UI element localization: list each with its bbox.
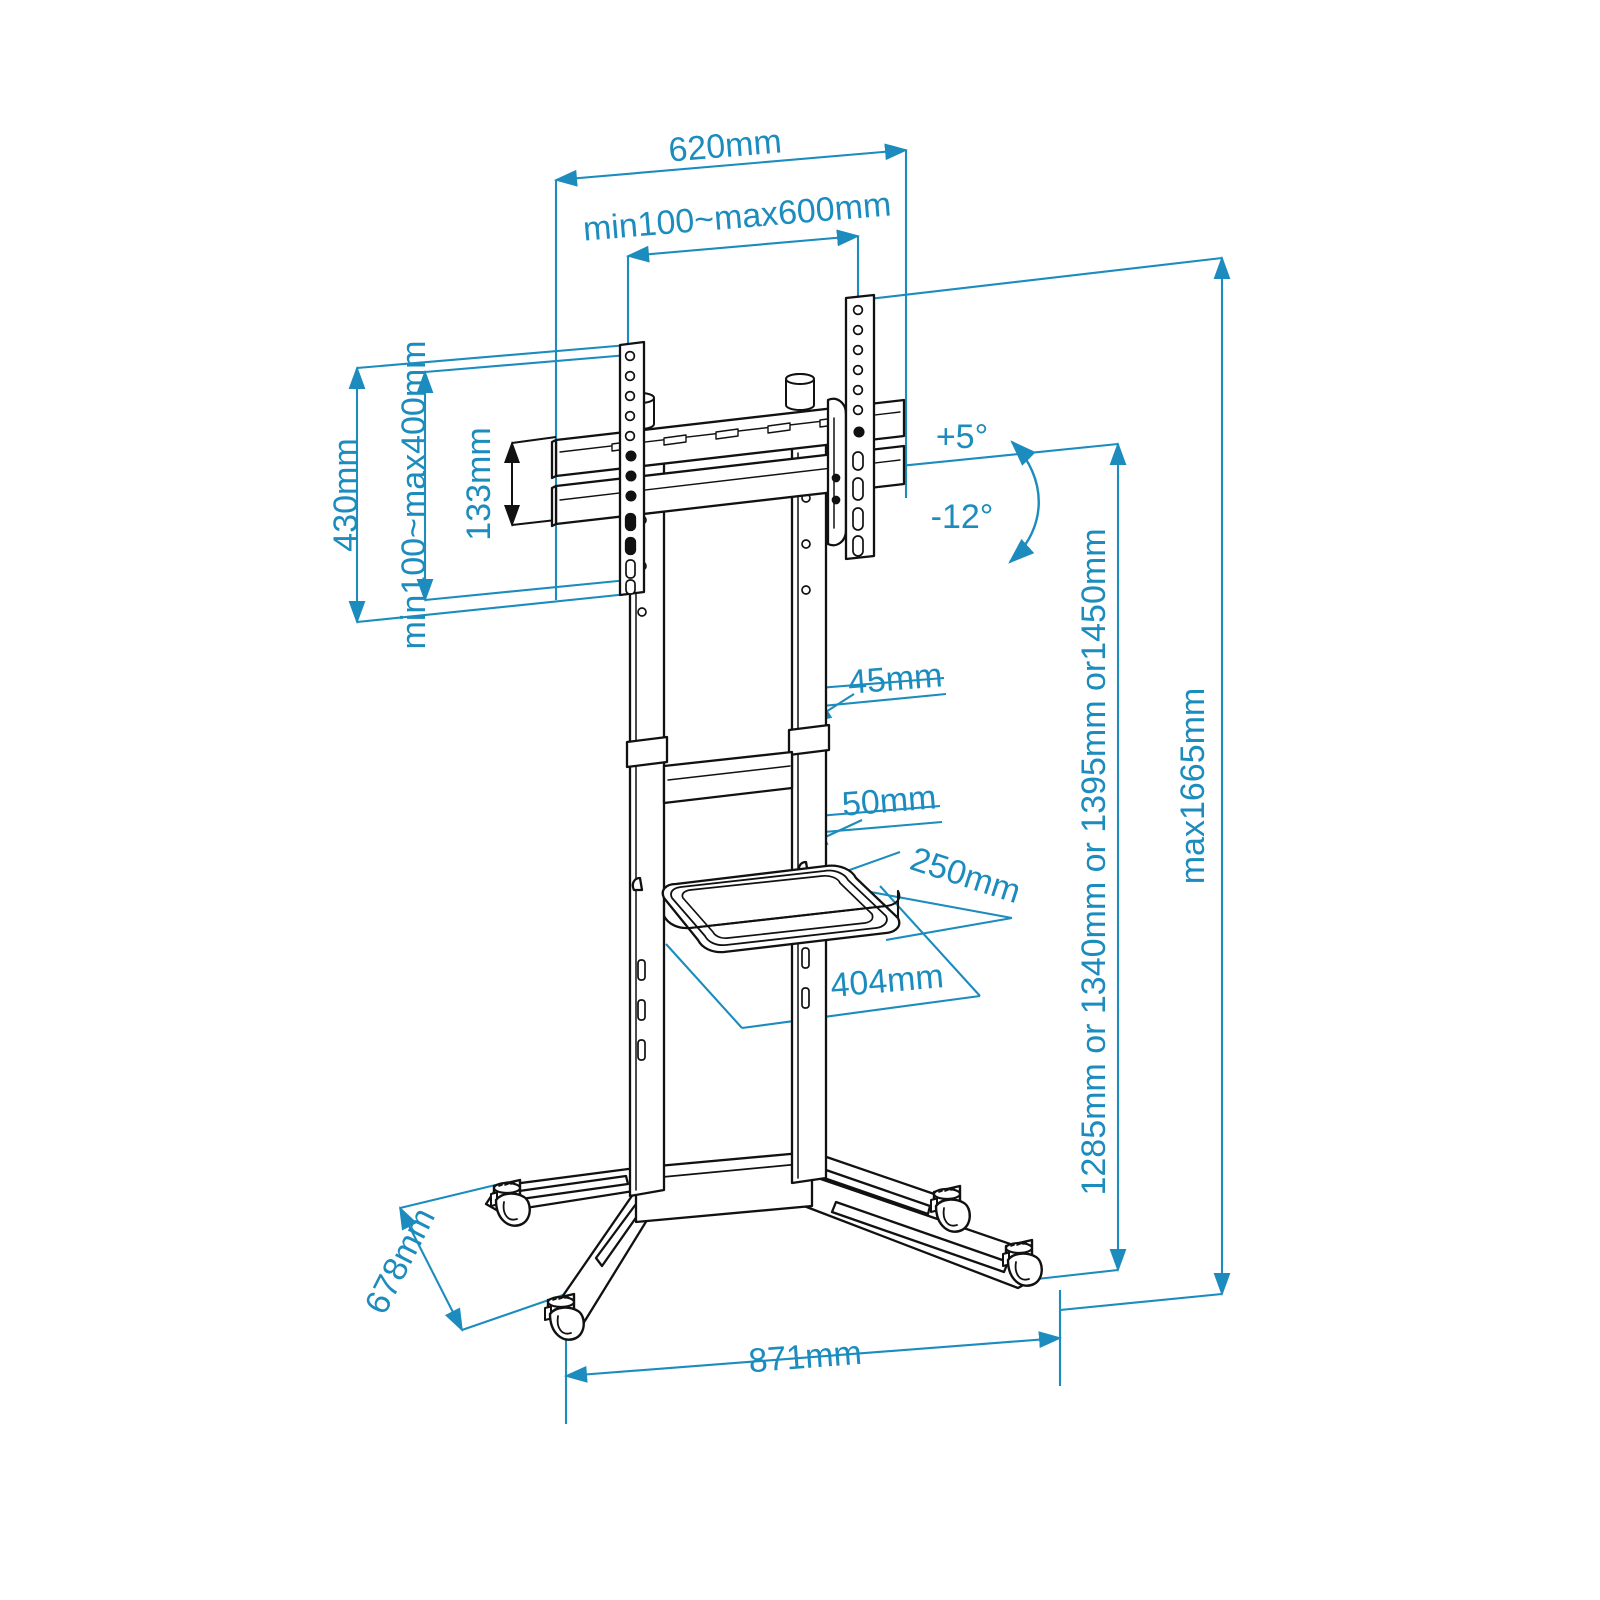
dimension-label-base-depth: 678mm [358, 1202, 443, 1320]
dimension-lines-layer [348, 143, 1231, 1424]
dimension-label-column-width: 45mm [847, 656, 944, 701]
dimension-label-max-height: max1665mm [1174, 688, 1212, 885]
dimension-label-vesa-height: min100~max400mm [395, 341, 433, 650]
product-illustration [484, 293, 1043, 1341]
dimension-text-layer: 620mm min100~max600mm 430mm min100~max40… [327, 122, 1212, 1380]
dimension-label-bracket-height: 430mm [327, 438, 365, 551]
dimension-label-vesa-width: min100~max600mm [582, 185, 893, 248]
column-brace [662, 750, 794, 805]
vesa-bracket-right [844, 293, 876, 561]
dimension-label-shelf-width: 404mm [829, 957, 945, 1005]
dimension-label-rail-depth: 133mm [460, 427, 498, 540]
dimension-label-overall-width: 620mm [667, 122, 783, 169]
dimension-label-tilt-down: -12° [931, 498, 994, 536]
column-left [625, 454, 669, 1198]
dimension-label-tilt-up: +5° [936, 418, 988, 456]
shelf-tray [661, 864, 901, 954]
dimension-133mm-lines [504, 436, 557, 527]
dimension-label-shelf-depth: 250mm [906, 840, 1026, 911]
dimension-label-base-width: 871mm [747, 1334, 863, 1381]
mount-assembly [550, 293, 906, 597]
dimension-label-height-steps: 1285mm or 1340mm or 1395mm or1450mm [1075, 528, 1113, 1195]
column-right [787, 437, 831, 1185]
vesa-bracket-left [618, 340, 646, 597]
dimension-label-column-depth: 50mm [841, 778, 938, 823]
base-assembly [484, 1150, 1043, 1341]
